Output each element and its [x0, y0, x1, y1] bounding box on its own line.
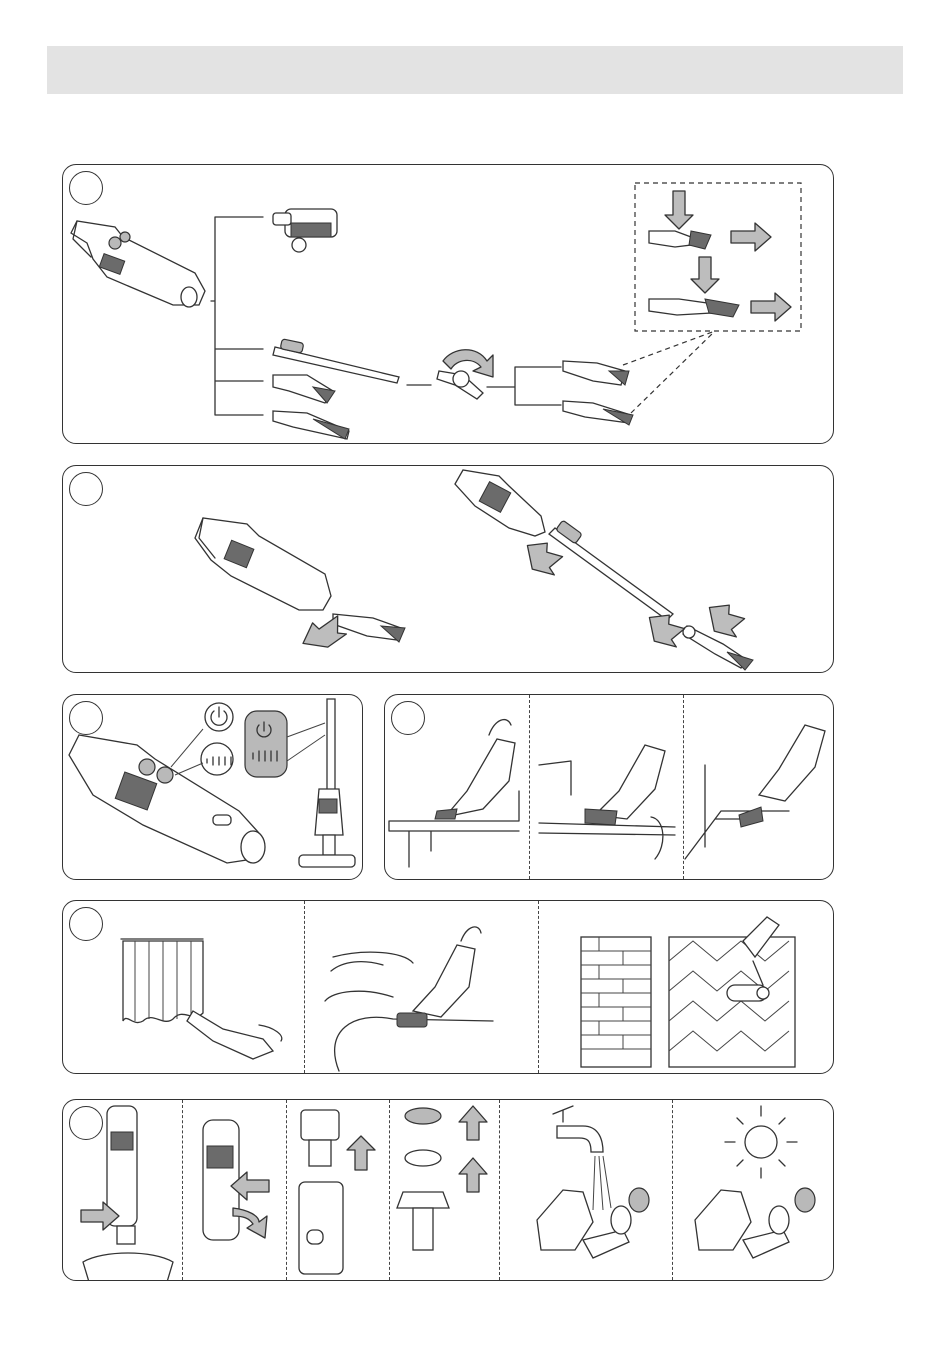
table-scene: [389, 720, 519, 867]
wash-scene: [537, 1106, 649, 1258]
panel-floor-types: [62, 900, 834, 1074]
panel-accessories: [62, 164, 834, 444]
arrow-down-icon: [665, 191, 693, 229]
panel-surfaces: [384, 694, 834, 880]
release-bin-scene: [203, 1120, 269, 1240]
stairs-scene: [685, 725, 825, 859]
arrow-down-icon-2: [691, 257, 719, 293]
arrow-right-icon: [731, 223, 771, 251]
step-6-circle: [69, 1106, 103, 1140]
panel-assembly: [62, 465, 834, 673]
nozzle-a-drawing: [563, 361, 629, 385]
crevice-tool-drawing: [273, 411, 349, 439]
adaptor-drawing: [437, 350, 493, 399]
step-3-circle: [69, 701, 103, 735]
arrow-up-icon-3: [459, 1158, 487, 1192]
sofa-bed-scene: [325, 927, 493, 1071]
maintenance-illustration: [63, 1100, 834, 1281]
tile-floor-scene: [581, 917, 795, 1067]
stick-vacuum-drawing: [299, 699, 355, 867]
floor-types-illustration: [63, 901, 834, 1074]
step-4-circle: [391, 701, 425, 735]
panel-controls: [62, 694, 363, 880]
water-tap-icon: [557, 1126, 603, 1152]
push-arrow-icon-4: [700, 597, 748, 642]
motorised-brush-drawing: [273, 209, 337, 252]
nozzle-b-drawing: [563, 401, 633, 425]
arrow-up-icon-2: [459, 1106, 487, 1140]
dry-scene: [695, 1106, 815, 1258]
handheld-with-brush-drawing: [195, 518, 405, 642]
panel-maintenance: [62, 1099, 834, 1281]
arrow-right-icon-2: [751, 293, 791, 321]
arrow-up-icon: [347, 1136, 375, 1170]
sun-icon: [745, 1126, 777, 1158]
handheld-with-tube-drawing: [455, 470, 753, 670]
brush-tool-drawing: [273, 375, 335, 403]
surfaces-illustration: [385, 695, 834, 880]
controls-illustration: [63, 695, 363, 880]
handheld-closeup-drawing: [69, 735, 265, 863]
remove-filter-scene: [299, 1110, 375, 1274]
speed-button-callout: [201, 743, 233, 775]
step-1-circle: [69, 171, 103, 205]
handheld-unit-drawing: [71, 221, 205, 307]
curtain-scene: [121, 939, 282, 1059]
header-bar: [47, 46, 903, 94]
step-2-circle: [69, 472, 103, 506]
sofa-scene: [539, 745, 675, 859]
assembly-illustration: [63, 466, 834, 673]
filter-parts-scene: [397, 1106, 487, 1250]
panel-callout: [245, 711, 287, 777]
accessories-illustration: [63, 165, 834, 444]
step-5-circle: [69, 907, 103, 941]
